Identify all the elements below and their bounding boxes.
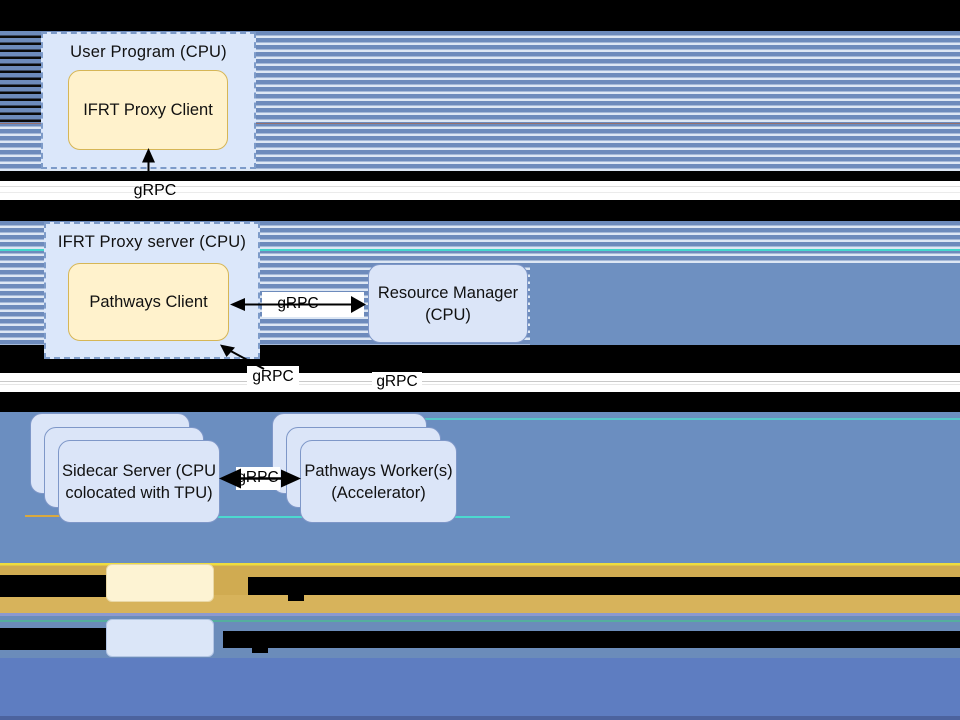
node-pathways-client-label: Pathways Client <box>89 292 208 311</box>
node-user-program-title: User Program (CPU) <box>70 43 227 61</box>
legend-blue-swatch <box>106 619 214 657</box>
bg-bottom-dark-strip <box>0 716 960 720</box>
node-resource-manager-line2: (CPU) <box>425 305 471 324</box>
node-pathways-workers-line1: Pathways Worker(s) <box>304 461 453 480</box>
glitch-cyan-line-1 <box>0 249 960 251</box>
glitch-teal-line <box>0 620 960 622</box>
node-pathways-client: Pathways Client <box>68 263 229 341</box>
node-sidecar-server: Sidecar Server (CPU colocated with TPU) <box>58 440 220 523</box>
node-sidecar-server-line2: colocated with TPU) <box>65 483 213 502</box>
bg-black-band-5 <box>0 392 960 412</box>
node-pathways-workers: Pathways Worker(s) (Accelerator) <box>300 440 457 523</box>
edge-label-grpc-d: gRPC <box>376 373 418 390</box>
edge-label-grpc-e: gRPC <box>237 469 279 486</box>
edge-label-grpc-a: gRPC <box>133 182 177 199</box>
glitch-purple-line <box>0 613 960 616</box>
bg-white-band-2 <box>0 373 960 392</box>
legend-row2-left-bar <box>0 628 106 650</box>
glitch-cyan-line-2 <box>350 418 960 420</box>
node-sidecar-server-line1: Sidecar Server (CPU <box>61 461 217 480</box>
node-pathways-workers-line2: (Accelerator) <box>331 483 426 502</box>
hairline-3 <box>0 381 960 382</box>
hairline-1 <box>0 186 960 187</box>
node-ifrt-proxy-client-label: IFRT Proxy Client <box>83 100 213 119</box>
bg-black-band-2 <box>0 171 960 181</box>
edge-label-grpc-b: gRPC <box>277 295 319 312</box>
hairline-2 <box>0 192 960 193</box>
bg-black-band-3 <box>0 200 960 221</box>
bg-solid-blue-bottom <box>0 658 960 716</box>
node-resource-manager: Resource Manager (CPU) <box>368 264 528 343</box>
legend-row1-left-bar <box>0 575 106 597</box>
bg-white-band-1 <box>0 181 960 200</box>
hairline-4 <box>0 384 960 385</box>
bg-stripe-band-1-dark-left <box>0 31 44 122</box>
node-resource-manager-line1: Resource Manager <box>377 283 519 302</box>
letterbox-top <box>0 0 960 31</box>
bg-solid-blue-right <box>530 263 960 345</box>
legend-row2-descender <box>252 647 268 653</box>
legend-row1-descender <box>288 594 304 601</box>
legend-yellow-swatch <box>106 564 214 602</box>
glitch-red-line <box>0 123 960 124</box>
node-ifrt-proxy-client: IFRT Proxy Client <box>68 70 228 150</box>
legend-row1-label-redacted <box>248 577 960 595</box>
edge-label-grpc-c: gRPC <box>252 368 294 385</box>
legend-row2-label-redacted <box>223 631 960 648</box>
node-ifrt-proxy-server-title: IFRT Proxy server (CPU) <box>57 233 247 251</box>
